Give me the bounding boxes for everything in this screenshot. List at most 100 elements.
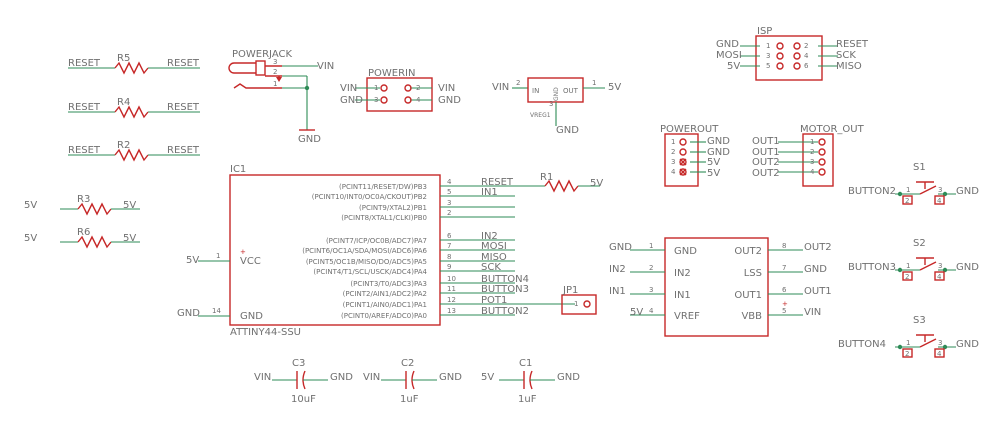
net-label: GND <box>330 372 353 383</box>
net-label: GND <box>716 39 739 50</box>
net-label: BUTTON3 <box>481 284 529 295</box>
pin-name: VREF <box>674 311 700 322</box>
pin-number: 7 <box>782 264 786 272</box>
net-label: GND <box>438 95 461 106</box>
pin-number: 3 <box>938 339 942 347</box>
pin-number: 3 <box>938 262 942 270</box>
motor-out-connector[interactable]: MOTOR_OUT 1 2 3 4 OUT1 OUT1 OUT2 OUT2 <box>752 124 865 187</box>
pin-number: 8 <box>447 253 451 261</box>
capacitor-ref: C3 <box>292 358 305 369</box>
resistor-r5[interactable]: RESET R5 RESET <box>68 53 200 75</box>
pin-number: 3 <box>671 158 675 166</box>
pin-number: 6 <box>782 286 787 294</box>
pin-number: 2 <box>447 209 451 217</box>
pin-number: 3 <box>273 58 277 66</box>
net-label: MISO <box>481 252 507 263</box>
net-label: RESET <box>68 145 101 156</box>
pin-number: 4 <box>416 96 421 104</box>
net-label: BUTTON2 <box>481 306 529 317</box>
net-label: SCK <box>481 262 501 273</box>
pin-number: 2 <box>273 68 277 76</box>
pin-number: 4 <box>671 168 676 176</box>
net-label: 5V <box>24 200 37 211</box>
net-label: 5V <box>186 255 199 266</box>
net-label: VIN <box>804 307 821 318</box>
net-label: RESET <box>68 58 101 69</box>
powerout-connector[interactable]: POWEROUT 1 2 3 4 GND GND 5V 5V <box>660 124 730 187</box>
resistor-r1[interactable]: R1 5V <box>515 172 603 193</box>
resistor-r2[interactable]: RESET R2 RESET <box>68 140 200 162</box>
net-label: VIN <box>438 83 455 94</box>
ic1-gnd-label: GND <box>240 311 263 322</box>
net-label: RESET <box>167 58 200 69</box>
pin-number: 9 <box>447 263 451 271</box>
pin-number: 8 <box>782 242 786 250</box>
ic1-attiny44[interactable]: IC1 ATTINY44-SSU VCC GND + 1 14 5V GND (… <box>177 164 529 338</box>
net-label: 5V <box>481 372 494 383</box>
pin-number: 2 <box>905 273 909 281</box>
net-label: OUT2 <box>752 157 780 168</box>
powerin-connector[interactable]: POWERIN 1 2 3 4 VIN GND VIN GND <box>340 68 461 112</box>
pin-name: (PCINT0/AREF/ADC0)PA0 <box>341 312 427 320</box>
pin-number: 4 <box>937 197 942 205</box>
pin-number: 1 <box>906 186 910 194</box>
powerout-pins <box>679 138 706 176</box>
pin-number: 2 <box>905 197 909 205</box>
net-label: GND <box>956 262 979 273</box>
net-label: 5V <box>608 82 621 93</box>
resistor-r6[interactable]: 5V R6 5V <box>24 227 140 249</box>
net-label: GND <box>804 264 827 275</box>
resistor-r3[interactable]: 5V R3 5V <box>24 194 140 216</box>
pin-name: OUT1 <box>734 290 762 301</box>
pin-name: (PCINT7/ICP/OC0B/ADC7)PA7 <box>326 237 427 245</box>
pin-number: 1 <box>766 42 770 50</box>
net-label: GND <box>609 242 632 253</box>
net-label: IN1 <box>609 286 626 297</box>
pin-name: GND <box>674 246 697 257</box>
pin-number: 4 <box>649 307 654 315</box>
resistor-ref: R5 <box>117 53 130 64</box>
net-label: BUTTON3 <box>848 262 896 273</box>
pin-number: 10 <box>447 275 456 283</box>
net-label: BUTTON4 <box>481 274 529 285</box>
pin-number: 1 <box>906 262 910 270</box>
net-label: GND <box>556 125 579 136</box>
net-label-vin: VIN <box>317 61 334 72</box>
voltage-regulator[interactable]: VIN 2 IN OUT GND 1 5V 3 VREG1 GND <box>492 77 621 136</box>
net-label: MOSI <box>481 241 507 252</box>
reg-ref: VREG1 <box>530 112 551 119</box>
isp-title: ISP <box>757 26 772 37</box>
switch-ref: S2 <box>913 238 926 249</box>
pin-number: 3 <box>549 100 553 108</box>
net-label: IN2 <box>609 264 626 275</box>
resistor-ref: R6 <box>77 227 90 238</box>
switch-ref: S1 <box>913 162 926 173</box>
pin-number: 2 <box>905 350 909 358</box>
pin-number: 3 <box>938 186 942 194</box>
resistor-ref: R2 <box>117 140 130 151</box>
pin-number: 4 <box>937 350 942 358</box>
resistor-r4[interactable]: RESET R4 RESET <box>68 97 200 119</box>
net-label: OUT2 <box>804 242 832 253</box>
pin-number: 3 <box>766 52 770 60</box>
pin-number: 4 <box>804 52 809 60</box>
isp-header[interactable]: ISP 1 3 5 2 4 6 GND MOSI 5V RESET SCK MI… <box>716 26 869 81</box>
net-label: OUT1 <box>752 136 780 147</box>
powerjack-connector[interactable]: POWERJACK 3 2 1 VIN GND <box>228 49 334 145</box>
ic1-vcc-label: VCC <box>240 256 261 267</box>
jumper-jp1[interactable]: 1 JP1 <box>515 285 597 315</box>
net-label-gnd: GND <box>298 134 321 145</box>
